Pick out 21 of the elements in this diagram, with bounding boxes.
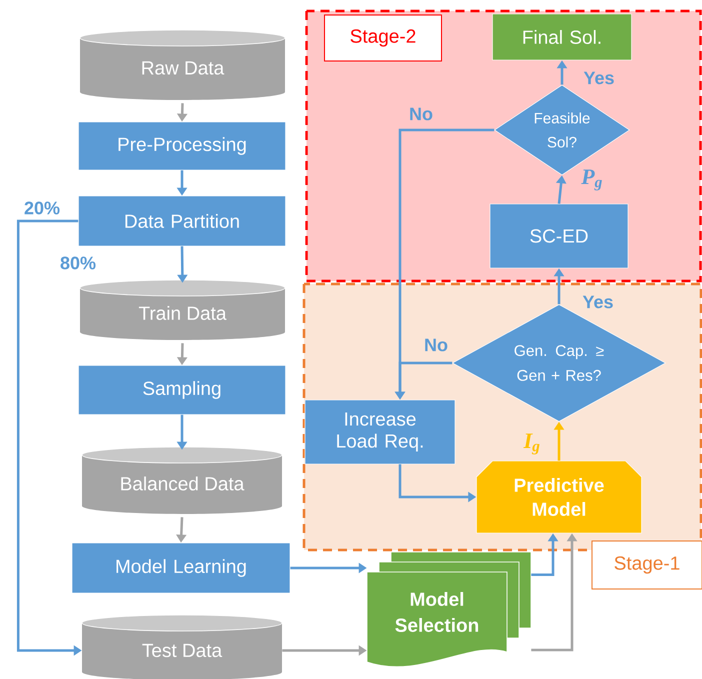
edge-label: I$_{g}$ xyxy=(523,434,540,454)
database-cylinder: Raw Data xyxy=(80,30,286,100)
process-box: Data Partition xyxy=(78,196,286,246)
result-box: Final Sol. xyxy=(492,14,632,60)
edge-label: 80% xyxy=(60,256,96,270)
process-box: Pre-Processing xyxy=(78,122,286,170)
edge-label: No xyxy=(425,338,448,352)
model-box: Predictive Model xyxy=(476,460,642,534)
stage-label: Stage-1 xyxy=(592,540,702,590)
stage-label: Stage-2 xyxy=(324,14,442,62)
process-box: Model Learning xyxy=(72,542,290,594)
edge-label: No xyxy=(410,108,432,120)
process-box: Sampling xyxy=(78,365,286,415)
process-box: Increase Load Req. xyxy=(304,400,456,464)
process-box: SC-ED xyxy=(490,204,628,268)
database-cylinder: Test Data xyxy=(82,614,282,679)
edge-label: Yes xyxy=(584,72,614,84)
edge-label: 20% xyxy=(24,202,60,214)
document-stack: Model Selection xyxy=(366,552,532,668)
database-cylinder: Train Data xyxy=(80,280,286,340)
database-cylinder: Balanced Data xyxy=(82,446,282,514)
